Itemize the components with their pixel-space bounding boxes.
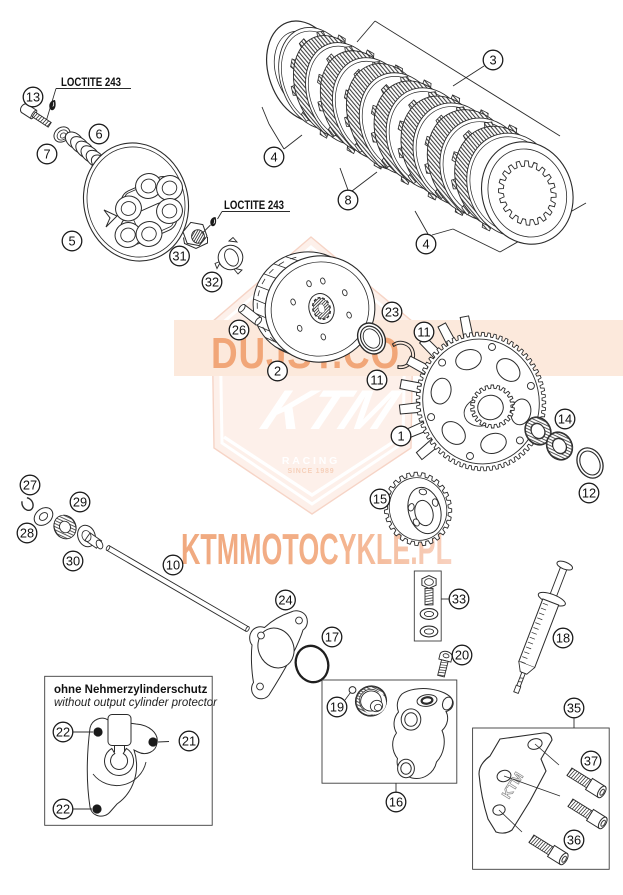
svg-text:10: 10 (166, 557, 180, 572)
svg-text:RACING: RACING (282, 455, 340, 467)
svg-text:15: 15 (373, 491, 387, 506)
svg-text:1: 1 (397, 428, 404, 443)
svg-text:7: 7 (43, 146, 50, 161)
svg-text:16: 16 (389, 794, 403, 809)
svg-text:11: 11 (370, 372, 383, 387)
svg-text:6: 6 (95, 126, 102, 141)
svg-text:2: 2 (274, 363, 281, 378)
svg-text:14: 14 (558, 411, 572, 426)
svg-text:12: 12 (582, 485, 596, 500)
svg-text:ohne Nehmerzylinderschutz: ohne Nehmerzylinderschutz (54, 684, 208, 696)
svg-text:32: 32 (205, 274, 219, 289)
svg-text:5: 5 (68, 233, 75, 248)
svg-text:3: 3 (489, 52, 496, 67)
svg-text:23: 23 (385, 304, 399, 319)
svg-text:31: 31 (172, 248, 186, 263)
svg-text:SINCE 1989: SINCE 1989 (288, 468, 335, 475)
svg-text:LOCTITE 243: LOCTITE 243 (61, 77, 121, 89)
svg-text:13: 13 (26, 89, 40, 104)
svg-text:19: 19 (330, 699, 344, 714)
svg-text:37: 37 (584, 753, 598, 768)
svg-text:20: 20 (455, 647, 469, 662)
svg-text:22: 22 (56, 724, 70, 739)
svg-text:8: 8 (344, 192, 351, 207)
svg-text:36: 36 (567, 832, 581, 847)
svg-text:without output cylinder protec: without output cylinder protector (54, 697, 218, 709)
svg-text:24: 24 (278, 592, 292, 607)
svg-text:30: 30 (66, 553, 80, 568)
svg-text:4: 4 (270, 149, 277, 164)
svg-text:27: 27 (23, 477, 37, 492)
svg-text:LOCTITE 243: LOCTITE 243 (224, 200, 284, 212)
svg-text:18: 18 (556, 630, 570, 645)
svg-text:4: 4 (422, 236, 429, 251)
svg-text:17: 17 (325, 629, 339, 644)
svg-text:22: 22 (56, 801, 70, 816)
svg-text:28: 28 (20, 525, 34, 540)
svg-text:11: 11 (417, 324, 430, 339)
svg-text:35: 35 (567, 700, 581, 715)
svg-text:33: 33 (452, 591, 466, 606)
svg-text:21: 21 (182, 733, 196, 748)
svg-text:26: 26 (232, 322, 246, 337)
svg-text:29: 29 (73, 494, 87, 509)
